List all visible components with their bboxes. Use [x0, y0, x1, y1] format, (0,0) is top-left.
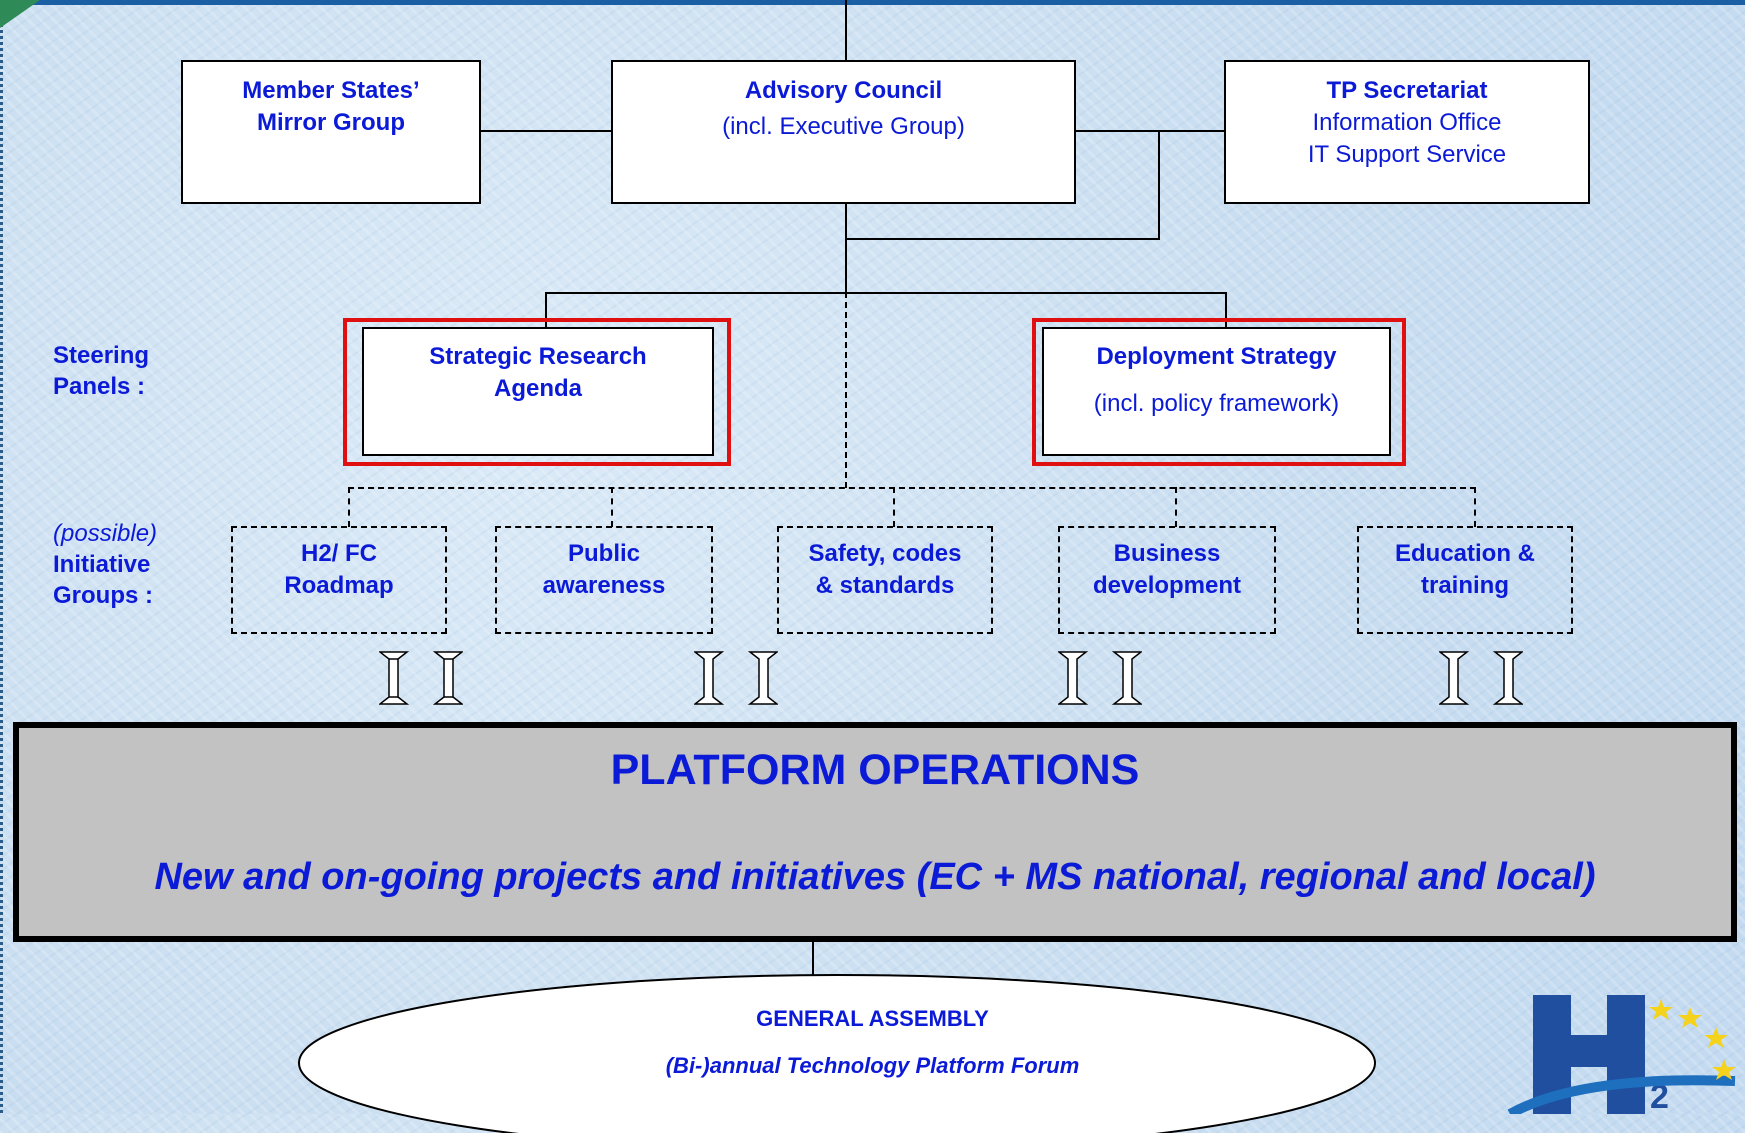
- dashed-connector-g1: [348, 487, 350, 527]
- connector-secretariat-down: [1158, 130, 1160, 240]
- initiative-group-line2: & standards: [815, 572, 955, 599]
- svg-text:2: 2: [1650, 1078, 1669, 1114]
- initiative-label-line2: Groups :: [53, 582, 153, 609]
- double-arrow-icon: [379, 651, 463, 705]
- dashed-connector-g2: [611, 487, 613, 527]
- initiative-group-line1: Business: [1113, 540, 1221, 567]
- h2-logo-icon: 2: [1507, 995, 1736, 1114]
- secretariat-box: TP Secretariat Information Office IT Sup…: [1224, 60, 1590, 204]
- connector-secretariat-join: [845, 238, 1160, 240]
- double-arrow-icon: [694, 651, 778, 705]
- steering-panels-label: Steering Panels :: [53, 340, 149, 402]
- platform-title: PLATFORM OPERATIONS: [610, 746, 1140, 794]
- double-arrow-icon: [1058, 651, 1142, 705]
- initiative-group-line2: development: [1092, 572, 1242, 599]
- platform-subtitle: New and on-going projects and initiative…: [154, 856, 1596, 898]
- initiative-group-line1: Education &: [1394, 540, 1535, 567]
- initiative-group-education: Education & training: [1357, 526, 1573, 634]
- deployment-strategy-title: Deployment Strategy: [1096, 343, 1337, 370]
- secretariat-line3: IT Support Service: [1307, 141, 1507, 168]
- connector-to-research: [545, 292, 547, 328]
- initiative-group-line1: Public: [567, 540, 640, 567]
- general-assembly-subtitle: (Bi-)annual Technology Platform Forum: [665, 1053, 1080, 1078]
- initiative-label-prefix: (possible): [53, 520, 158, 547]
- dashed-connector-bar: [348, 487, 1476, 489]
- initiative-group-line2: training: [1421, 572, 1509, 599]
- corner-flag-decoration: [0, 0, 40, 28]
- dashed-connector-g3: [893, 487, 895, 527]
- deployment-strategy-highlight: [1032, 318, 1406, 466]
- general-assembly-title: GENERAL ASSEMBLY: [756, 1006, 989, 1031]
- connector-mirror-advisory: [480, 130, 612, 132]
- connector-advisory-down: [845, 202, 847, 292]
- advisory-council-box: Advisory Council (incl. Executive Group): [611, 60, 1076, 204]
- dashed-connector-g5: [1474, 487, 1476, 527]
- deployment-strategy-box: Deployment Strategy (incl. policy framew…: [1042, 327, 1391, 456]
- connector-steering-bar: [545, 292, 1227, 294]
- strategic-research-line1: Strategic Research: [429, 343, 647, 370]
- steering-label-line2: Panels :: [53, 373, 146, 400]
- deployment-strategy-subtitle: (incl. policy framework): [1093, 390, 1340, 417]
- strategic-research-line2: Agenda: [493, 375, 582, 402]
- initiative-group-line1: H2/ FC: [300, 540, 377, 567]
- initiative-group-line1: Safety, codes: [808, 540, 962, 567]
- strategic-research-highlight: [343, 318, 731, 466]
- connector-advisory-secretariat: [1075, 130, 1225, 132]
- mirror-group-line1: Member States’: [242, 77, 420, 104]
- connector-platform-assembly: [812, 942, 814, 976]
- mirror-group-line2: Mirror Group: [257, 109, 405, 136]
- steering-label-line1: Steering: [53, 342, 150, 369]
- initiative-group-line2: Roadmap: [284, 572, 394, 599]
- initiative-group-business: Business development: [1058, 526, 1276, 634]
- initiative-group-safety: Safety, codes & standards: [777, 526, 993, 634]
- dashed-connector-center: [845, 292, 847, 488]
- initiative-group-line2: awareness: [542, 572, 666, 599]
- initiative-label-line1: Initiative: [53, 551, 151, 578]
- top-border: [0, 0, 1745, 5]
- dashed-connector-g4: [1175, 487, 1177, 527]
- connector-top: [845, 0, 847, 60]
- mirror-group-box: Member States’ Mirror Group: [181, 60, 481, 204]
- left-border: [0, 0, 3, 1114]
- general-assembly-ellipse: [298, 974, 1376, 1133]
- strategic-research-box: Strategic Research Agenda: [362, 327, 714, 456]
- initiative-group-roadmap: H2/ FC Roadmap: [231, 526, 447, 634]
- double-arrow-icon: [1439, 651, 1523, 705]
- initiative-groups-label: (possible) Initiative Groups :: [53, 518, 157, 611]
- secretariat-line2: Information Office: [1312, 109, 1502, 136]
- advisory-council-title: Advisory Council: [744, 77, 943, 104]
- initiative-group-public-awareness: Public awareness: [495, 526, 713, 634]
- platform-operations-box: PLATFORM OPERATIONS New and on-going pro…: [13, 722, 1737, 942]
- advisory-council-subtitle: (incl. Executive Group): [722, 113, 965, 140]
- connector-to-deployment: [1225, 292, 1227, 328]
- secretariat-title: TP Secretariat: [1326, 77, 1488, 104]
